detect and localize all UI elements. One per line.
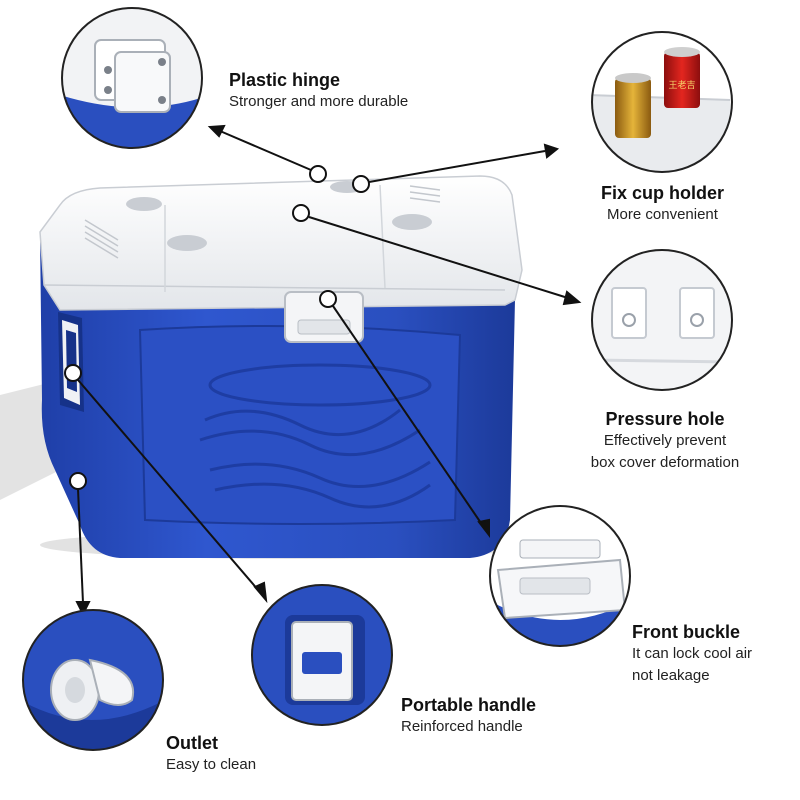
inset-pressure-hole: [591, 249, 733, 391]
inset-outlet: [22, 609, 164, 751]
cooler-lid: [39, 175, 523, 343]
portable-handle-desc: Reinforced handle: [401, 718, 523, 735]
pressure-hole-desc-line2: box cover deformation: [590, 454, 740, 471]
pressure-hole-title: Pressure hole: [605, 409, 725, 429]
portable-handle-title: Portable handle: [401, 695, 537, 715]
callout-arrows: [75, 124, 582, 617]
cooler-body: [40, 235, 515, 558]
plastic-hinge-desc: Stronger and more durable: [229, 93, 409, 110]
inset-cup-holder: 王老吉: [591, 31, 733, 173]
plastic-hinge-title: Plastic hinge: [229, 70, 341, 90]
inset-front-buckle: [489, 505, 631, 647]
outlet-title: Outlet: [166, 733, 218, 753]
pressure-hole-desc-line1: Effectively prevent: [603, 432, 727, 449]
caption-pressure-hole: Pressure hole Effectively prevent box co…: [565, 408, 765, 474]
caption-cup-holder: Fix cup holder More convenient: [580, 182, 745, 226]
cup-holder-desc: More convenient: [607, 206, 718, 223]
caption-front-buckle: Front buckle It can lock cool air not le…: [632, 621, 752, 687]
front-buckle-title: Front buckle: [632, 622, 741, 642]
front-buckle-desc-line2: not leakage: [632, 667, 710, 684]
caption-plastic-hinge: Plastic hinge Stronger and more durable: [229, 69, 408, 113]
outlet-desc: Easy to clean: [166, 756, 257, 773]
caption-outlet: Outlet Easy to clean: [166, 732, 256, 776]
cup-holder-title: Fix cup holder: [600, 183, 724, 203]
inset-portable-handle: [251, 584, 393, 726]
callout-markers: [64, 165, 370, 490]
caption-portable-handle: Portable handle Reinforced handle: [401, 694, 536, 738]
front-buckle-desc-line1: It can lock cool air: [632, 645, 753, 662]
inset-plastic-hinge: [61, 7, 203, 149]
can-label-right: 王老吉: [668, 79, 695, 91]
